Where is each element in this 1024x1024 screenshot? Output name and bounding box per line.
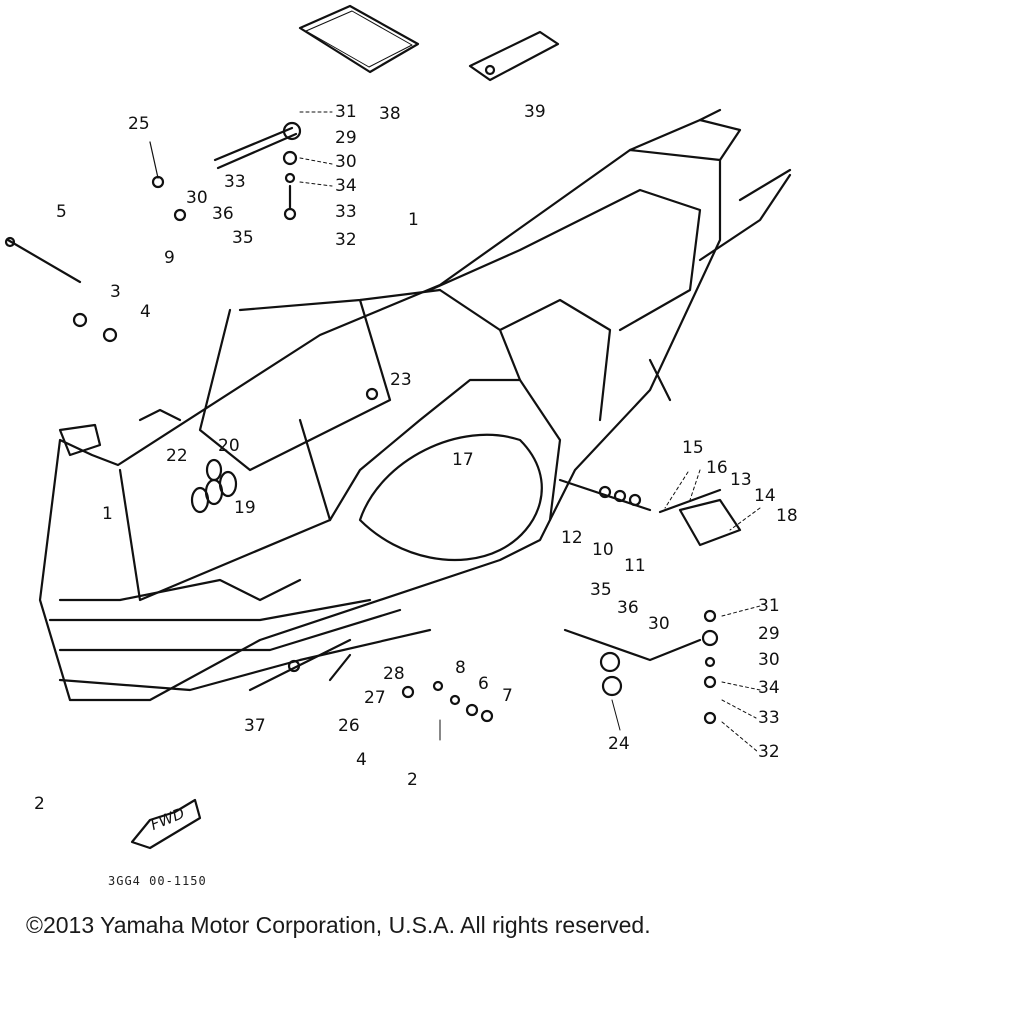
callout-20: 20 [218, 436, 240, 456]
callout-22: 22 [166, 446, 188, 466]
callout-30: 30 [648, 614, 670, 634]
callout-34: 34 [335, 176, 357, 196]
rear-stay-part [563, 609, 719, 731]
callout-38: 38 [379, 104, 401, 124]
callout-33: 33 [224, 172, 246, 192]
callout-1: 1 [102, 504, 113, 524]
callout-3: 3 [110, 282, 121, 302]
callout-11: 11 [624, 556, 646, 576]
callout-31: 31 [335, 102, 357, 122]
callout-29: 29 [335, 128, 357, 148]
callout-35: 35 [232, 228, 254, 248]
callout-6: 6 [478, 674, 489, 694]
callout-4: 4 [356, 750, 367, 770]
callout-8: 8 [455, 658, 466, 678]
callout-25: 25 [128, 114, 150, 134]
copyright-notice: ©2013 Yamaha Motor Corporation, U.S.A. A… [26, 912, 651, 938]
callout-17: 17 [452, 450, 474, 470]
callout-15: 15 [682, 438, 704, 458]
callout-32: 32 [335, 230, 357, 250]
damper-group-part [190, 458, 238, 514]
callout-23: 23 [390, 370, 412, 390]
callout-7: 7 [502, 686, 513, 706]
fwd-arrow-icon [130, 798, 202, 850]
lower-bolt-part [287, 653, 494, 741]
callout-39: 39 [524, 102, 546, 122]
mount-bolt-part [558, 478, 742, 547]
callout-30: 30 [758, 650, 780, 670]
callout-36: 36 [617, 598, 639, 618]
callout-33: 33 [335, 202, 357, 222]
callout-19: 19 [234, 498, 256, 518]
callout-2: 2 [34, 794, 45, 814]
callout-2: 2 [407, 770, 418, 790]
main-frame [38, 108, 792, 702]
callout-14: 14 [754, 486, 776, 506]
callout-30: 30 [335, 152, 357, 172]
callout-16: 16 [706, 458, 728, 478]
callout-13: 13 [730, 470, 752, 490]
callout-36: 36 [212, 204, 234, 224]
bracket-plate-part [468, 30, 560, 82]
callout-10: 10 [592, 540, 614, 560]
callout-27: 27 [364, 688, 386, 708]
callout-31: 31 [758, 596, 780, 616]
callout-5: 5 [56, 202, 67, 222]
callout-9: 9 [164, 248, 175, 268]
callout-4: 4 [140, 302, 151, 322]
callout-34: 34 [758, 678, 780, 698]
callout-37: 37 [244, 716, 266, 736]
seat-pad-part [298, 4, 420, 74]
callout-32: 32 [758, 742, 780, 762]
upper-stay-part [213, 126, 294, 162]
drawing-code: 3GG4 00-1150 [108, 874, 207, 888]
callout-1: 1 [408, 210, 419, 230]
callout-18: 18 [776, 506, 798, 526]
long-bolt-part [6, 238, 82, 284]
callout-26: 26 [338, 716, 360, 736]
grommet-part [365, 387, 379, 401]
callout-29: 29 [758, 624, 780, 644]
callout-28: 28 [383, 664, 405, 684]
callout-33: 33 [758, 708, 780, 728]
callout-24: 24 [608, 734, 630, 754]
callout-30: 30 [186, 188, 208, 208]
callout-12: 12 [561, 528, 583, 548]
callout-35: 35 [590, 580, 612, 600]
